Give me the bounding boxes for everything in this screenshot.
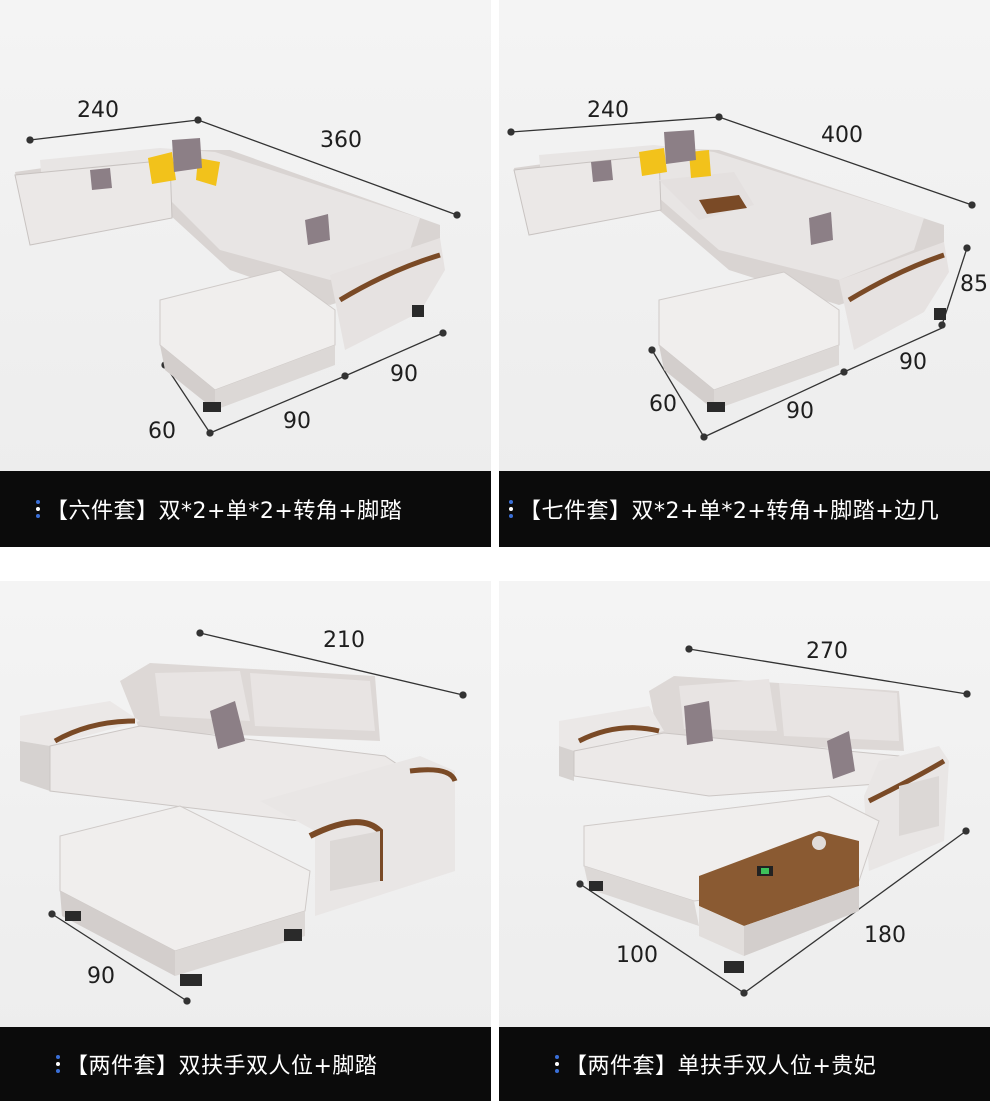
sofa-panel-two-piece-ottoman: 210 90 【两件套】双扶手双人位+脚踏 bbox=[0, 581, 491, 1101]
sofa-panel-seven-piece: 240 400 85 90 90 60 【七件套】双*2+单*2+转角+脚踏+边… bbox=[499, 0, 990, 547]
caption-text: 【两件套】单扶手双人位+贵妃 bbox=[565, 1054, 877, 1079]
caption-text: 【六件套】双*2+单*2+转角+脚踏 bbox=[46, 499, 403, 524]
dimension-label: 90 bbox=[786, 399, 814, 424]
sofa-panel-two-piece-chaise: 270 180 100 【两件套】单扶手双人位+贵妃 bbox=[499, 581, 990, 1101]
dimension-label: 90 bbox=[899, 350, 927, 375]
sofa-illustration-two-piece-ottoman bbox=[20, 629, 467, 1005]
bullet-dots-icon bbox=[555, 1055, 559, 1073]
panel-caption: 【两件套】单扶手双人位+贵妃 bbox=[499, 1027, 990, 1101]
bullet-dots-icon bbox=[36, 500, 40, 518]
sofa-panel-six-piece: 240 360 90 90 60 【六件套】双*2+单*2+转角+脚踏 bbox=[0, 0, 491, 547]
dimension-label: 400 bbox=[821, 123, 863, 148]
dimension-label: 100 bbox=[616, 943, 658, 968]
dimension-label: 60 bbox=[148, 419, 176, 444]
panel-gap bbox=[0, 547, 990, 581]
dimension-label: 210 bbox=[323, 628, 365, 653]
sofa-illustration-two-piece-chaise bbox=[559, 645, 971, 997]
sofa-illustration-six-piece bbox=[14, 116, 461, 437]
panel-caption: 【七件套】双*2+单*2+转角+脚踏+边几 bbox=[499, 471, 990, 547]
dimension-label: 360 bbox=[320, 128, 362, 153]
dimension-label: 270 bbox=[806, 639, 848, 664]
dimension-label: 60 bbox=[649, 392, 677, 417]
dimension-label: 240 bbox=[587, 98, 629, 123]
bullet-dots-icon bbox=[56, 1055, 60, 1073]
bullet-dots-icon bbox=[509, 500, 513, 518]
dimension-label: 90 bbox=[390, 362, 418, 387]
panel-caption: 【两件套】双扶手双人位+脚踏 bbox=[0, 1027, 491, 1101]
caption-text: 【两件套】双扶手双人位+脚踏 bbox=[66, 1054, 378, 1079]
panel-caption: 【六件套】双*2+单*2+转角+脚踏 bbox=[0, 471, 491, 547]
dimension-label: 240 bbox=[77, 98, 119, 123]
caption-text: 【七件套】双*2+单*2+转角+脚踏+边几 bbox=[519, 499, 940, 524]
dimension-label: 90 bbox=[283, 409, 311, 434]
sofa-illustration-seven-piece bbox=[507, 113, 976, 441]
dimension-label: 85 bbox=[960, 272, 988, 297]
dimension-label: 90 bbox=[87, 964, 115, 989]
dimension-label: 180 bbox=[864, 923, 906, 948]
